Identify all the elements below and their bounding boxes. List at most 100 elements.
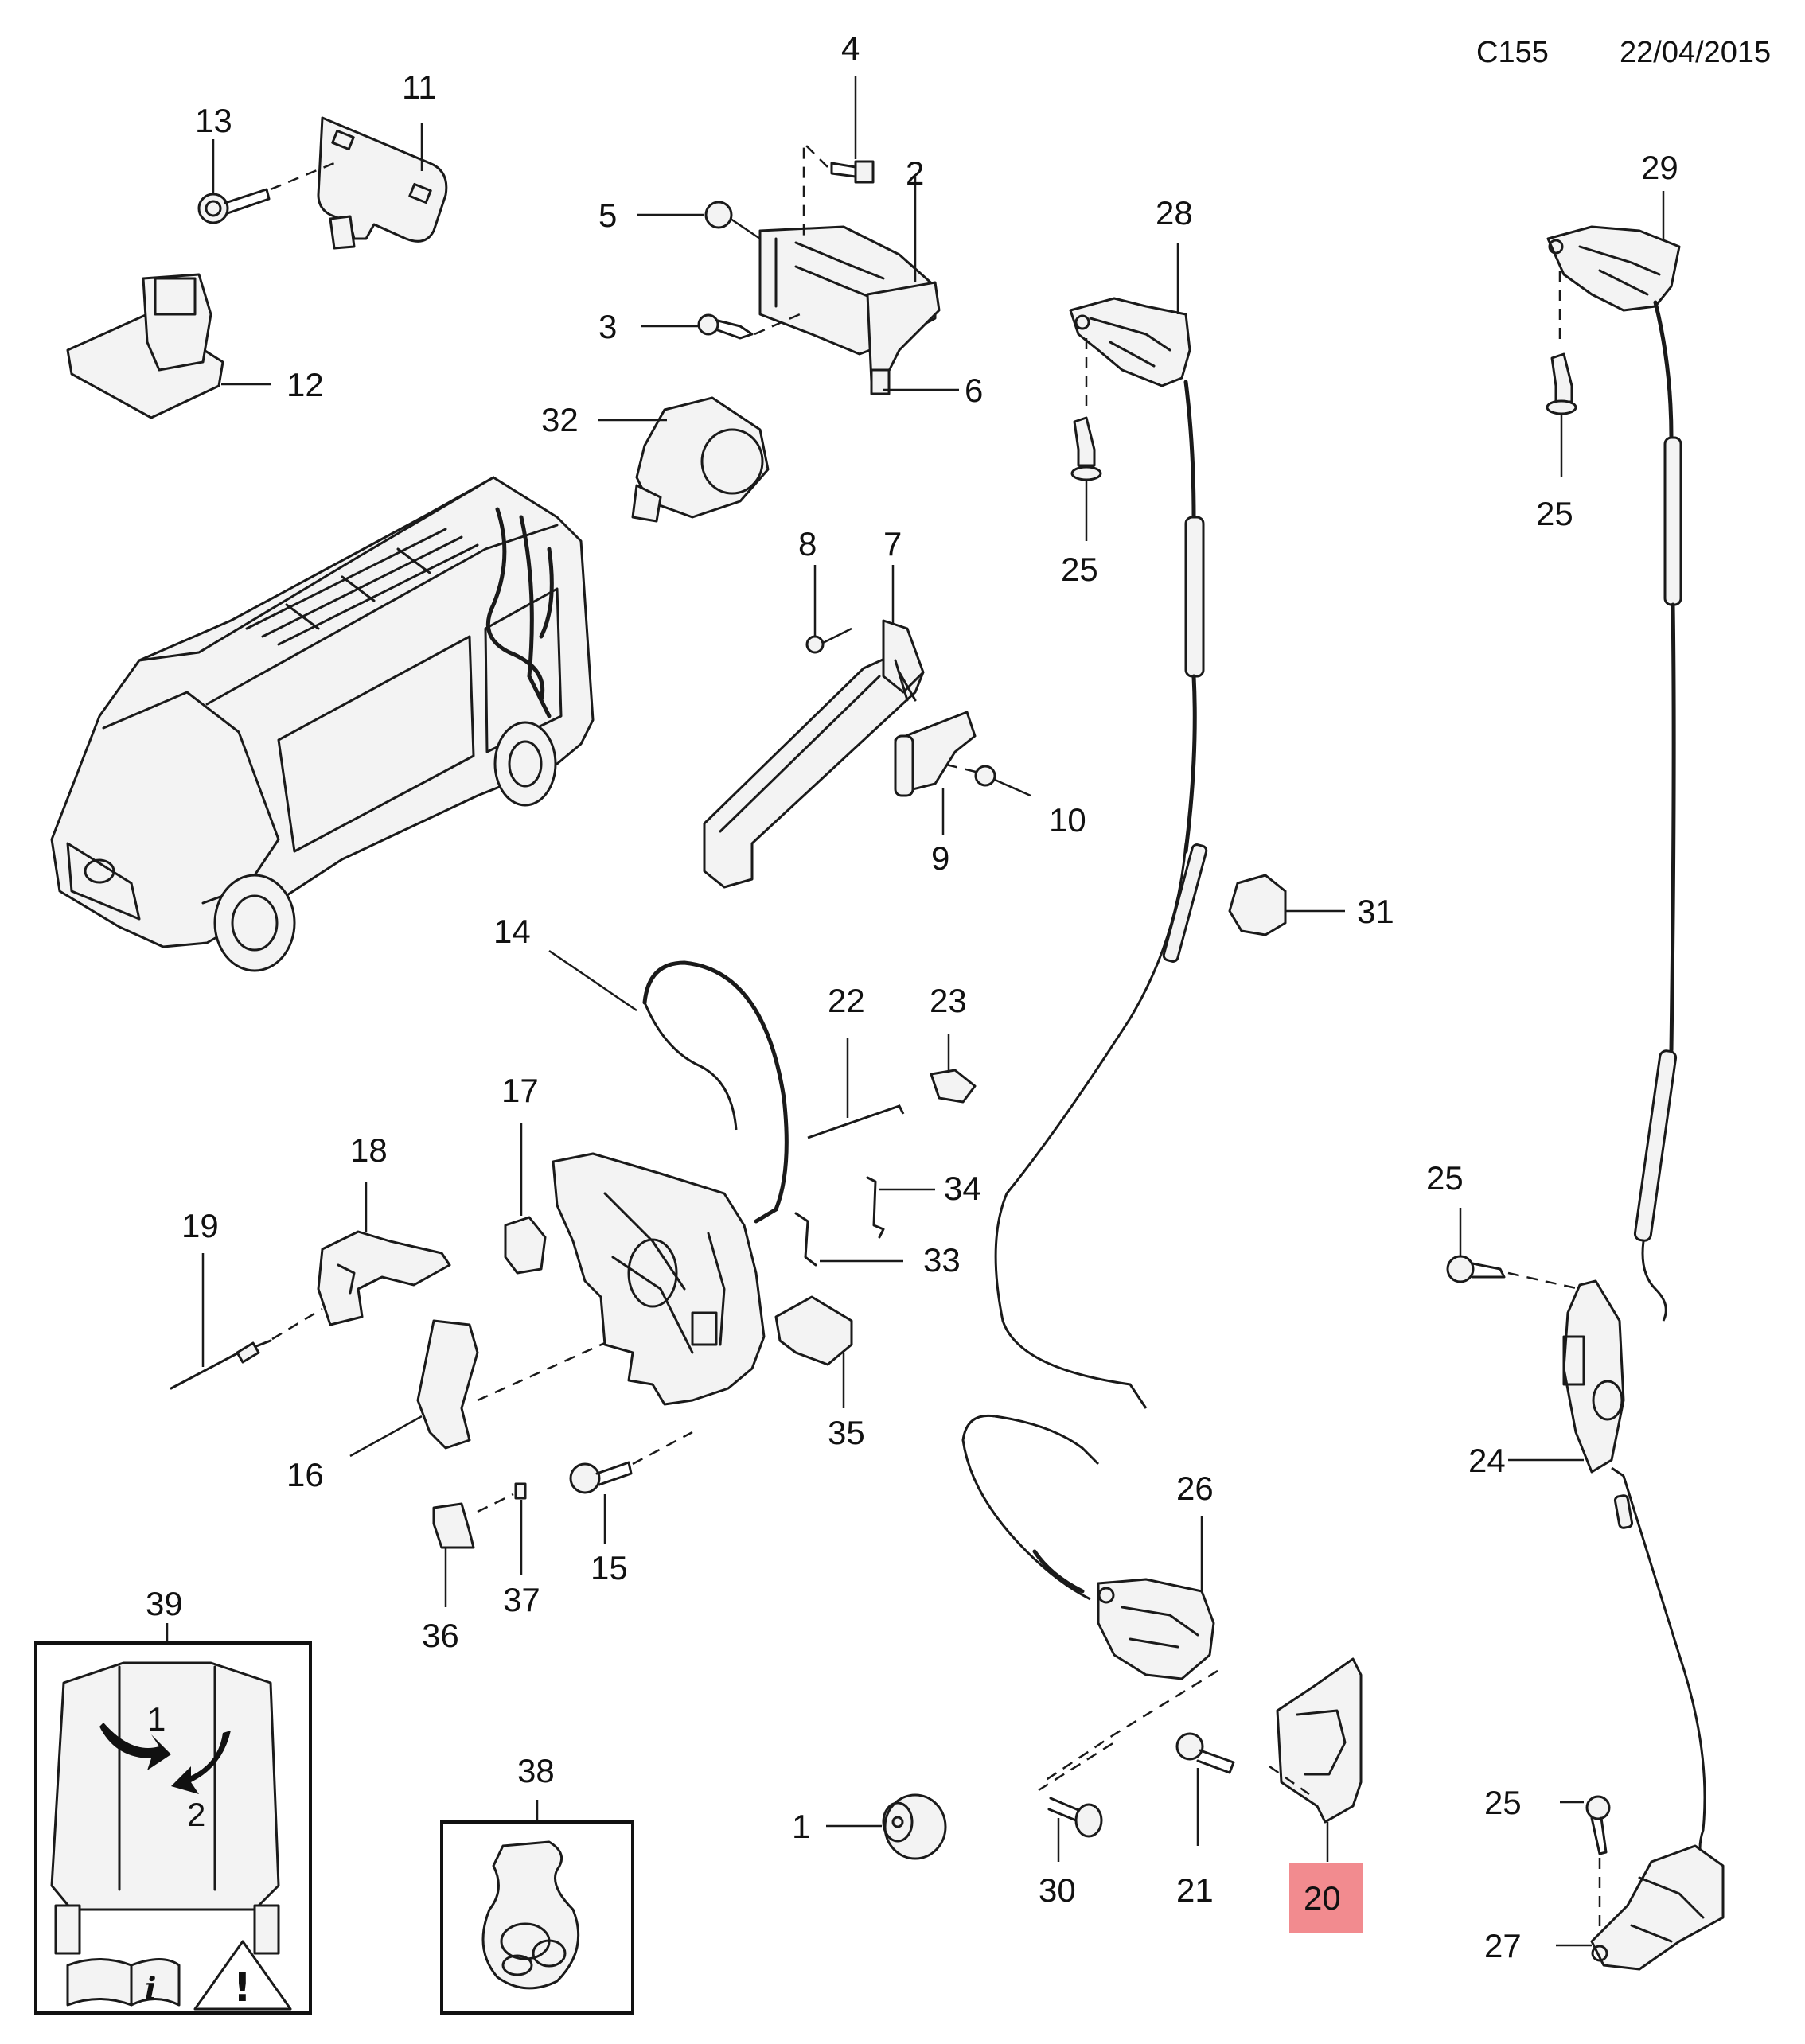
part-11-hinge-pin-bracket[interactable] xyxy=(317,116,448,250)
part-25-push-rivet-upper-left[interactable] xyxy=(1070,416,1102,541)
part-24-outside-handle[interactable] xyxy=(1508,1279,1625,1474)
callout-18[interactable]: 18 xyxy=(350,1131,388,1169)
callout-8[interactable]: 8 xyxy=(798,525,817,563)
part-15-screw[interactable] xyxy=(569,1431,693,1544)
part-3-screw[interactable] xyxy=(641,313,801,340)
part-25-screw-lower-right[interactable] xyxy=(1560,1795,1611,1933)
instruction-step-2: 2 xyxy=(187,1796,205,1833)
cable-lower-latch xyxy=(961,1414,1100,1601)
callout-2[interactable]: 2 xyxy=(906,154,924,192)
part-31-clip[interactable] xyxy=(1228,874,1345,936)
part-20-latch-bracket[interactable] xyxy=(1269,1657,1363,1862)
part-37-pin[interactable] xyxy=(477,1482,527,1575)
svg-text:i: i xyxy=(145,1970,156,2006)
callout-25-c[interactable]: 25 xyxy=(1426,1159,1464,1197)
part-5-nut[interactable] xyxy=(637,201,761,240)
instruction-box-39: 1 2 i ! xyxy=(34,1623,312,2015)
callout-27[interactable]: 27 xyxy=(1484,1927,1522,1964)
callout-17[interactable]: 17 xyxy=(501,1072,539,1109)
callout-20[interactable]: 20 xyxy=(1304,1879,1341,1917)
diagram-code: C155 xyxy=(1476,36,1549,69)
part-29-upper-right-latch[interactable] xyxy=(1546,191,1681,342)
callout-19[interactable]: 19 xyxy=(181,1207,219,1244)
cable-lower-right xyxy=(1611,1466,1709,1875)
callout-37[interactable]: 37 xyxy=(503,1581,540,1618)
part-8-screw[interactable] xyxy=(805,565,852,654)
callout-30[interactable]: 30 xyxy=(1039,1871,1076,1909)
part-7-inside-handle[interactable] xyxy=(703,565,925,889)
callout-4[interactable]: 4 xyxy=(841,29,860,67)
callout-5[interactable]: 5 xyxy=(598,197,617,234)
callout-25-a[interactable]: 25 xyxy=(1061,551,1098,588)
part-14-bowden-cable[interactable] xyxy=(548,949,789,1224)
callout-26[interactable]: 26 xyxy=(1176,1470,1214,1507)
part-19-rivet[interactable] xyxy=(170,1253,323,1390)
part-28-upper-latch[interactable] xyxy=(1069,243,1191,406)
part-27-lower-right-latch[interactable] xyxy=(1556,1844,1725,1971)
callout-14[interactable]: 14 xyxy=(493,913,531,950)
callout-29[interactable]: 29 xyxy=(1641,149,1678,186)
cable-upper-latch-to-lock xyxy=(994,380,1208,1409)
callout-3[interactable]: 3 xyxy=(598,308,617,345)
highlight-box-20 xyxy=(1289,1863,1363,1933)
callout-32[interactable]: 32 xyxy=(541,401,579,438)
part-16-pad[interactable] xyxy=(349,1319,637,1458)
callout-9[interactable]: 9 xyxy=(931,839,949,877)
part-12-striker-block[interactable] xyxy=(66,273,271,419)
part-13-bolt[interactable] xyxy=(197,139,335,224)
part-23-clip[interactable] xyxy=(930,1034,977,1104)
callout-13[interactable]: 13 xyxy=(195,102,232,139)
part-10-screw[interactable] xyxy=(942,762,1031,797)
callout-11[interactable]: 11 xyxy=(402,68,437,106)
callout-39[interactable]: 39 xyxy=(146,1585,183,1622)
svg-text:!: ! xyxy=(233,1964,251,2011)
callout-7[interactable]: 7 xyxy=(883,525,902,563)
instruction-step-1: 1 xyxy=(147,1700,166,1738)
callout-10[interactable]: 10 xyxy=(1049,801,1086,839)
callout-12[interactable]: 12 xyxy=(287,366,324,403)
callout-31[interactable]: 31 xyxy=(1357,893,1394,930)
callout-25-d[interactable]: 25 xyxy=(1484,1784,1522,1821)
part-21-screw[interactable] xyxy=(1175,1732,1235,1846)
part-4-bolt[interactable] xyxy=(802,76,875,239)
callout-28[interactable]: 28 xyxy=(1156,194,1193,232)
manual-book-icon: i xyxy=(66,1958,181,2007)
part-17-bumper[interactable] xyxy=(504,1123,547,1275)
cable-upper-right xyxy=(1633,300,1682,1322)
callout-16[interactable]: 16 xyxy=(287,1456,324,1493)
part-34-clip[interactable] xyxy=(866,1176,935,1239)
door-lock-body[interactable] xyxy=(552,1152,766,1406)
part-9-hinge-bracket[interactable] xyxy=(894,711,977,835)
callout-25-b[interactable]: 25 xyxy=(1536,495,1573,532)
van-illustration xyxy=(50,476,595,972)
part-1-bumper[interactable] xyxy=(826,1793,947,1860)
callout-35[interactable]: 35 xyxy=(828,1414,865,1451)
part-2-door-hinge[interactable] xyxy=(758,177,959,395)
part-32-lock-cylinder[interactable] xyxy=(598,396,770,523)
callout-1[interactable]: 1 xyxy=(792,1808,810,1845)
part-30-screw[interactable] xyxy=(1038,1741,1115,1862)
diagram-date: 22/04/2015 xyxy=(1620,36,1771,69)
callout-33[interactable]: 33 xyxy=(923,1241,961,1279)
grease-bag-box-38 xyxy=(440,1800,634,2015)
callout-38[interactable]: 38 xyxy=(517,1752,555,1789)
part-26-lower-latch[interactable] xyxy=(1042,1516,1218,1784)
part-33-clip[interactable] xyxy=(794,1212,903,1267)
callout-36[interactable]: 36 xyxy=(422,1617,459,1654)
callout-15[interactable]: 15 xyxy=(591,1549,628,1587)
callout-34[interactable]: 34 xyxy=(944,1170,981,1207)
callout-23[interactable]: 23 xyxy=(930,982,967,1019)
callout-22[interactable]: 22 xyxy=(828,982,865,1019)
warning-triangle-icon: ! xyxy=(193,1940,292,2011)
callout-6[interactable]: 6 xyxy=(965,372,983,409)
part-22-rod[interactable] xyxy=(807,1038,905,1139)
callout-24[interactable]: 24 xyxy=(1468,1442,1506,1479)
part-35-guide[interactable] xyxy=(774,1295,853,1408)
part-25-push-rivet-upper-right[interactable] xyxy=(1546,352,1577,477)
part-25-screw-mid-right[interactable] xyxy=(1446,1208,1581,1291)
callout-21[interactable]: 21 xyxy=(1176,1871,1214,1909)
bag-icon xyxy=(481,1840,580,1990)
part-18-plate[interactable] xyxy=(317,1182,451,1326)
part-36-seal[interactable] xyxy=(432,1502,475,1607)
